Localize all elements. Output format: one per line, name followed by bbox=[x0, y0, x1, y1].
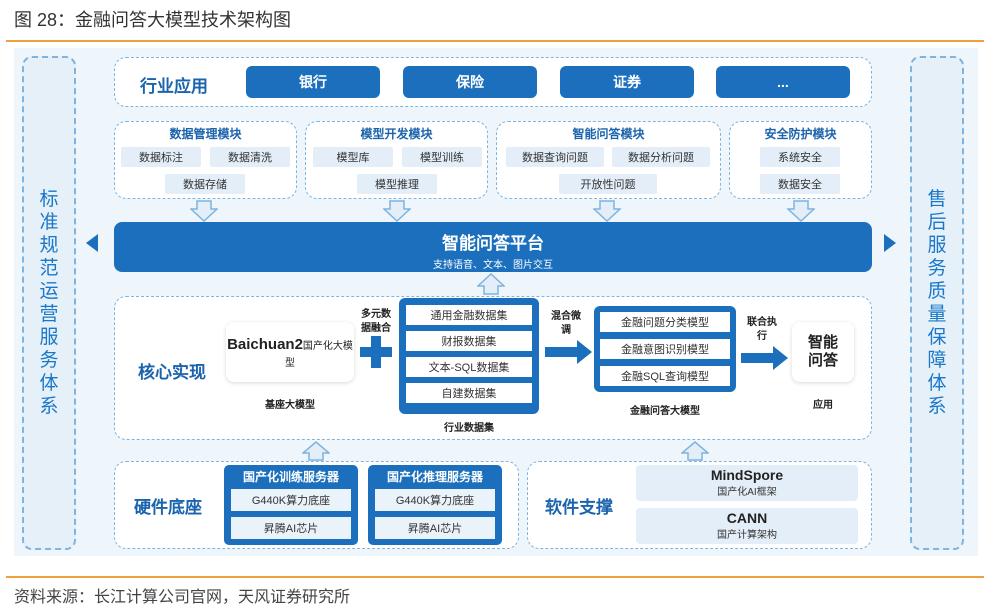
server-item: G440K算力底座 bbox=[231, 489, 351, 511]
industry-item-more: ... bbox=[716, 66, 850, 98]
platform-subtitle: 支持语音、文本、图片交互 bbox=[433, 260, 553, 271]
right-arrow-icon bbox=[741, 346, 788, 370]
module-title: 数据管理模块 bbox=[169, 127, 242, 141]
module-item: 模型推理 bbox=[357, 174, 437, 194]
platform-title: 智能问答平台 bbox=[442, 234, 544, 253]
industry-item-insurance: 保险 bbox=[403, 66, 537, 98]
module-title: 安全防护模块 bbox=[764, 127, 837, 141]
top-rule bbox=[6, 40, 984, 42]
server-title: 国产化推理服务器 bbox=[386, 470, 483, 484]
app-name: 智能问答 bbox=[807, 334, 838, 369]
right-side-panel: 售后服务质量保障体系 bbox=[910, 56, 964, 550]
app-caption: 应用 bbox=[813, 400, 833, 411]
module-item: 数据清洗 bbox=[210, 147, 290, 167]
software-desc: 国产计算架构 bbox=[717, 530, 777, 541]
core-label: 核心实现 bbox=[138, 363, 206, 382]
dataset-item: 通用金融数据集 bbox=[406, 305, 532, 325]
base-model-card: Baichuan2国产化大模型 bbox=[226, 322, 354, 382]
fin-model-item: 金融意图识别模型 bbox=[600, 339, 730, 359]
down-arrow-icon bbox=[593, 200, 621, 222]
plus-icon-h bbox=[360, 347, 392, 357]
bottom-rule bbox=[6, 576, 984, 578]
module-item: 数据分析问题 bbox=[612, 147, 710, 167]
down-arrow-icon bbox=[383, 200, 411, 222]
mindspore-card: MindSpore 国产化AI框架 bbox=[636, 465, 858, 501]
module-item: 模型库 bbox=[313, 147, 393, 167]
software-desc: 国产化AI框架 bbox=[717, 487, 777, 498]
module-item: 开放性问题 bbox=[559, 174, 657, 194]
server-item: 昇腾AI芯片 bbox=[231, 517, 351, 539]
dataset-item: 自建数据集 bbox=[406, 383, 532, 403]
base-model-name: Baichuan2 bbox=[227, 336, 303, 353]
module-item: 系统安全 bbox=[760, 147, 840, 167]
software-label: 软件支撑 bbox=[545, 498, 613, 517]
base-model-caption: 基座大模型 bbox=[265, 400, 315, 411]
server-item: 昇腾AI芯片 bbox=[375, 517, 495, 539]
industry-item-securities: 证券 bbox=[560, 66, 694, 98]
module-item: 数据标注 bbox=[121, 147, 201, 167]
module-title: 智能问答模块 bbox=[572, 127, 645, 141]
up-arrow-icon bbox=[477, 273, 505, 295]
fin-model-item: 金融SQL查询模型 bbox=[600, 366, 730, 386]
dataset-caption: 行业数据集 bbox=[444, 423, 494, 434]
source-note: 资料来源：长江计算公司官网，天风证券研究所 bbox=[14, 589, 351, 606]
module-item: 数据存储 bbox=[165, 174, 245, 194]
exec-label: 联合执行 bbox=[747, 317, 777, 342]
module-title: 模型开发模块 bbox=[360, 127, 433, 141]
module-item: 模型训练 bbox=[402, 147, 482, 167]
figure-title: 图 28：金融问答大模型技术架构图 bbox=[14, 10, 292, 30]
industry-label: 行业应用 bbox=[140, 77, 208, 96]
industry-item-bank: 银行 bbox=[246, 66, 380, 98]
dataset-item: 文本-SQL数据集 bbox=[406, 357, 532, 377]
right-arrow-icon bbox=[545, 340, 592, 364]
left-arrow-icon bbox=[86, 234, 98, 252]
hardware-label: 硬件底座 bbox=[134, 498, 202, 517]
software-name: CANN bbox=[726, 510, 768, 526]
down-arrow-icon bbox=[787, 200, 815, 222]
dataset-item: 财报数据集 bbox=[406, 331, 532, 351]
cann-card: CANN 国产计算架构 bbox=[636, 508, 858, 544]
down-arrow-icon bbox=[190, 200, 218, 222]
finetune-label: 混合微调 bbox=[551, 311, 581, 336]
software-name: MindSpore bbox=[710, 467, 784, 483]
server-item: G440K算力底座 bbox=[375, 489, 495, 511]
module-item: 数据查询问题 bbox=[506, 147, 604, 167]
right-side-label: 售后服务质量保障体系 bbox=[927, 189, 947, 417]
module-item: 数据安全 bbox=[760, 174, 840, 194]
right-arrow-icon bbox=[884, 234, 896, 252]
up-arrow-icon bbox=[681, 441, 709, 461]
fin-model-item: 金融问题分类模型 bbox=[600, 312, 730, 332]
fin-model-caption: 金融问答大模型 bbox=[630, 406, 700, 417]
qa-platform-bar: 智能问答平台 支持语音、文本、图片交互 bbox=[114, 222, 872, 272]
server-title: 国产化训练服务器 bbox=[242, 470, 339, 484]
left-side-panel: 标准规范运营服务体系 bbox=[22, 56, 76, 550]
up-arrow-icon bbox=[302, 441, 330, 461]
base-model-desc: 国产化大模型 bbox=[285, 341, 353, 369]
left-side-label: 标准规范运营服务体系 bbox=[39, 189, 59, 417]
app-card: 智能问答 bbox=[792, 322, 854, 382]
fusion-label: 多元数据融合 bbox=[361, 309, 391, 334]
